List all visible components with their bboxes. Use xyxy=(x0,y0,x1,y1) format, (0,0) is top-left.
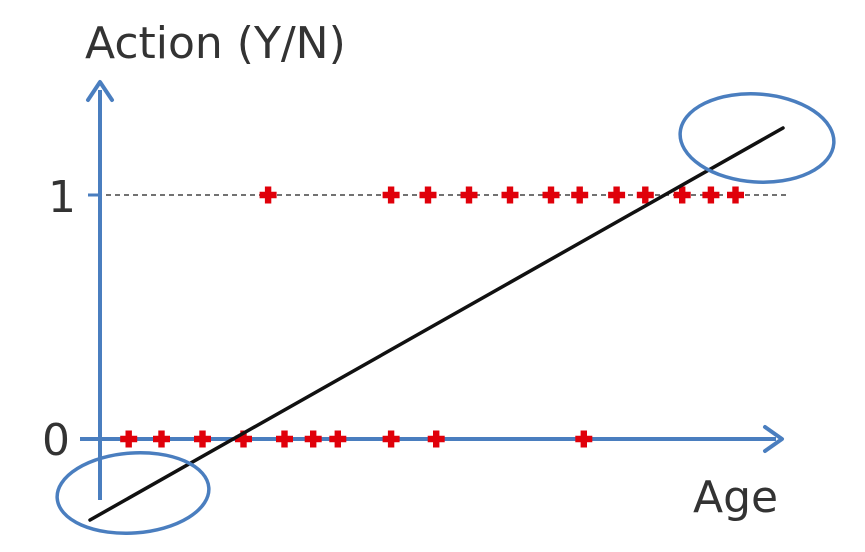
data-point-y0-6 xyxy=(329,430,347,448)
y-tick-label-1: 1 xyxy=(48,172,76,223)
fit-line-group xyxy=(88,126,785,522)
fit-line xyxy=(88,126,785,522)
data-point-y0-9 xyxy=(575,430,593,448)
highlight-circle-bottom-left xyxy=(55,450,211,536)
data-point-y0-2 xyxy=(194,430,211,448)
data-point-y0-4 xyxy=(276,430,293,448)
highlight-circles xyxy=(55,92,836,536)
data-point-y1-10 xyxy=(702,186,720,204)
data-points xyxy=(120,186,744,448)
data-point-y1-1 xyxy=(382,186,400,204)
data-point-y0-5 xyxy=(304,430,322,448)
highlight-circle-top-right xyxy=(678,92,836,184)
data-point-y1-6 xyxy=(571,186,589,204)
data-point-y1-0 xyxy=(259,186,277,204)
data-point-y1-5 xyxy=(542,186,560,204)
x-axis-arrow xyxy=(763,425,784,453)
data-point-y0-1 xyxy=(153,430,170,448)
x-axis-label: Age xyxy=(693,472,778,523)
data-point-y1-4 xyxy=(501,186,519,204)
data-point-y0-7 xyxy=(382,430,400,448)
data-point-y0-3 xyxy=(235,430,252,448)
data-point-y1-7 xyxy=(608,186,626,204)
y-tick-label-0: 0 xyxy=(42,415,70,466)
data-point-y1-2 xyxy=(419,186,437,204)
y-axis-label: Action (Y/N) xyxy=(85,18,346,69)
y-axis-arrow xyxy=(86,80,114,102)
data-point-y0-8 xyxy=(427,430,445,448)
data-point-y0-0 xyxy=(120,430,138,448)
data-point-y1-8 xyxy=(636,186,654,204)
data-point-y1-11 xyxy=(727,186,744,204)
data-point-y1-9 xyxy=(673,186,691,204)
data-point-y1-3 xyxy=(460,186,478,204)
